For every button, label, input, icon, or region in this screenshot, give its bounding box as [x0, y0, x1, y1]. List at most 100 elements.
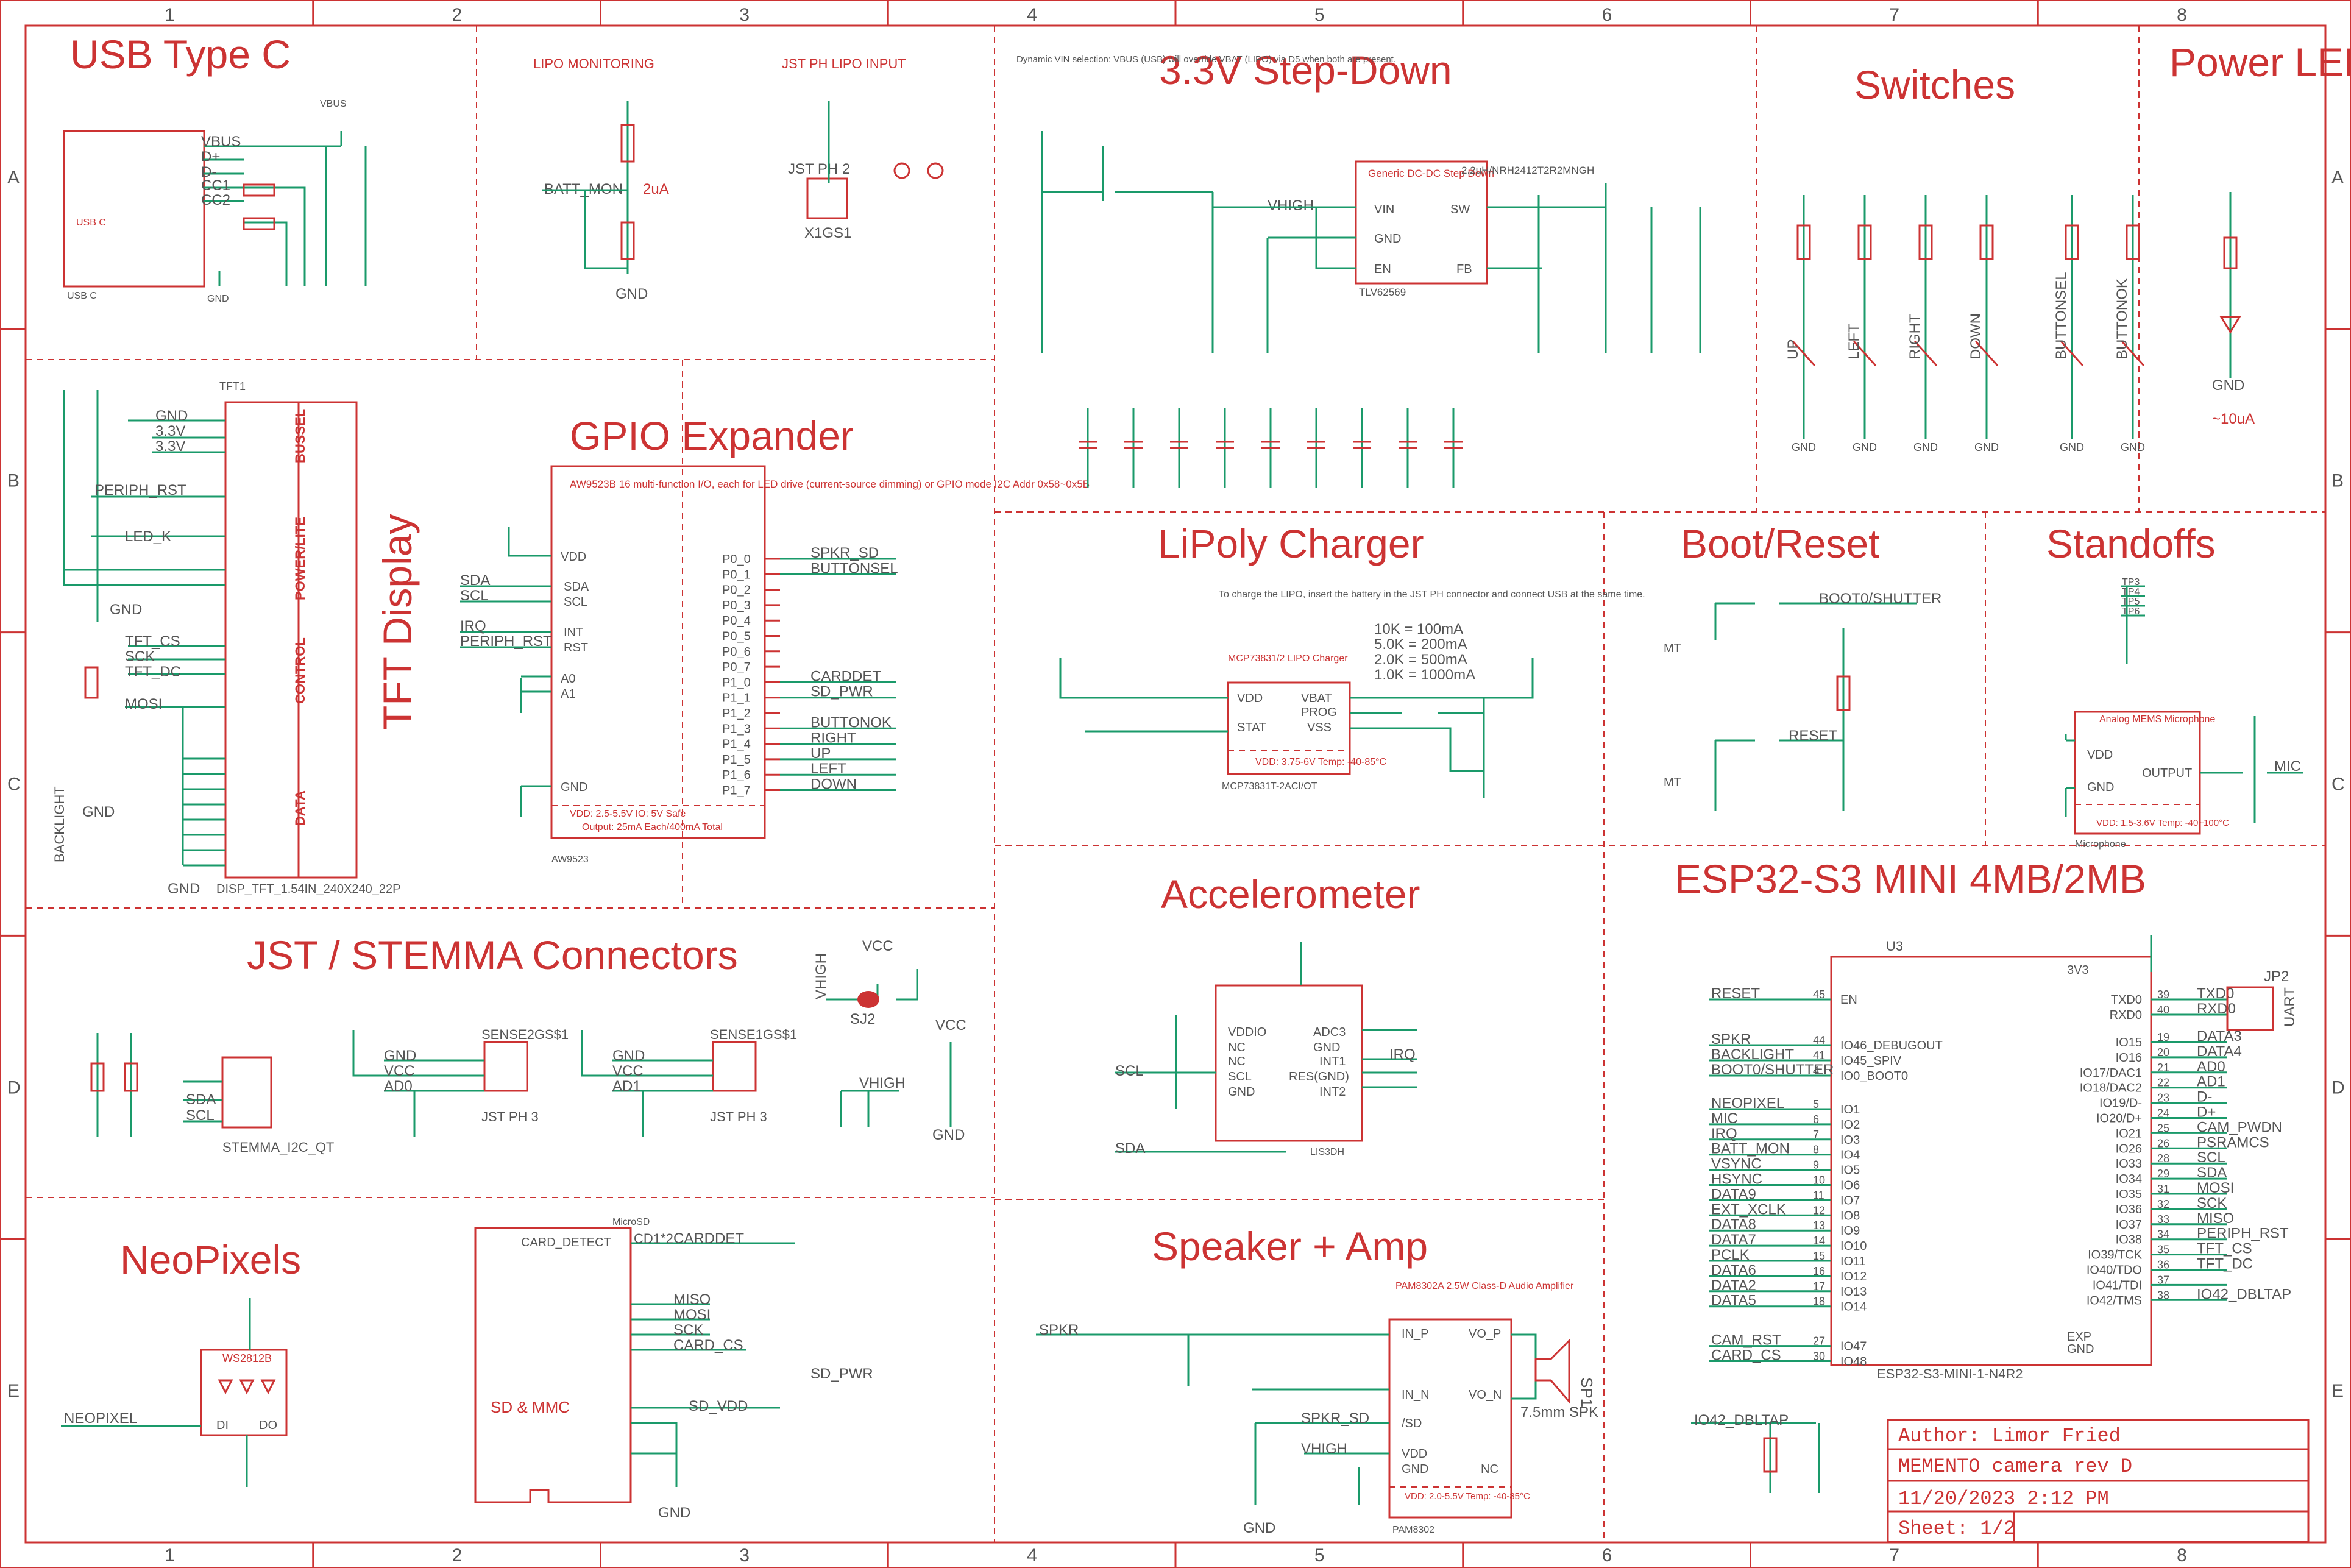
- svg-text:SCL: SCL: [186, 1107, 215, 1124]
- svg-text:POWER/LITE: POWER/LITE: [293, 517, 308, 600]
- esp-right-pin-num: 29: [2157, 1168, 2169, 1180]
- svg-text:VBUS: VBUS: [320, 99, 347, 109]
- gpio-pin-label: P1_3: [722, 722, 751, 736]
- svg-text:MIC: MIC: [2274, 758, 2301, 775]
- accelerometer-ic: LIS3DH VDDIO NC NC SCL GND ADC3 GND INT1…: [1115, 942, 1417, 1157]
- esp-right-pin-name: IO40/TDO: [2087, 1264, 2142, 1277]
- accel-section-title: Accelerometer: [1161, 871, 1420, 917]
- gpio-net-label: BUTTONOK: [810, 714, 892, 731]
- svg-text:DATA: DATA: [293, 790, 308, 826]
- esp-right-pin-num: 37: [2157, 1274, 2169, 1286]
- svg-text:SCL: SCL: [1115, 1063, 1144, 1079]
- frame-col-label-bottom: 4: [1027, 1545, 1037, 1566]
- svg-text:VBUS: VBUS: [201, 133, 241, 150]
- section-dividers: [26, 26, 2325, 1542]
- esp-right-pin-num: 25: [2157, 1122, 2169, 1134]
- esp-left-pin-num: 12: [1813, 1204, 1825, 1216]
- svg-text:IO42_DBLTAP: IO42_DBLTAP: [1694, 1412, 1789, 1428]
- esp-right-pin-name: TXD0: [2111, 993, 2142, 1007]
- esp-right-pin-num: 22: [2157, 1077, 2169, 1089]
- esp-left-pin-name: IO13: [1840, 1285, 1867, 1299]
- speaker-label: 7.5mm SPK: [1520, 1404, 1598, 1421]
- svg-text:GND: GND: [1313, 1041, 1340, 1054]
- standoff-label: TP3: [2122, 577, 2140, 587]
- accel-part: LIS3DH: [1310, 1147, 1344, 1157]
- esp-right-net: TFT_CS: [2197, 1241, 2252, 1257]
- svg-text:PROG: PROG: [1301, 706, 1337, 719]
- backlight-net: BACKLIGHT: [52, 786, 67, 862]
- svg-text:MOSI: MOSI: [125, 696, 162, 712]
- esp-left-pin-num: 27: [1813, 1335, 1825, 1347]
- svg-text:U3: U3: [1886, 938, 1903, 954]
- svg-text:VDDIO: VDDIO: [1228, 1026, 1266, 1039]
- lipo-section-title: LiPoly Charger: [1158, 521, 1424, 566]
- lipo-monitoring: LIPO MONITORING BATT_MON 2uA GND: [533, 56, 669, 302]
- svg-text:CONTROL: CONTROL: [293, 637, 308, 704]
- esp-left-pin-num: 17: [1813, 1280, 1825, 1293]
- esp-right-pin-name: IO21: [2116, 1127, 2142, 1140]
- frame-col-label-top: 4: [1027, 5, 1037, 25]
- frame-row-label-left: A: [7, 168, 20, 188]
- title-sheet: Sheet: 1/2: [1898, 1517, 2015, 1540]
- power-led-section-title: Power LED: [2169, 40, 2351, 85]
- esp-right-net: D-: [2197, 1089, 2212, 1105]
- usb-c-label: USB C: [76, 218, 106, 228]
- gpio-pin-label: P1_1: [722, 692, 751, 705]
- esp-right-pin-num: 38: [2157, 1289, 2169, 1301]
- esp-right-pins: TXD039TXD0RXD040RXD0DATA319IO15DATA420IO…: [2080, 985, 2291, 1307]
- esp-right-pin-name: IO20/D+: [2096, 1112, 2142, 1126]
- vhigh-jumper: SJ2 VCC VHIGH VHIGH VCC GND: [813, 938, 966, 1143]
- svg-text:VHIGH: VHIGH: [859, 1075, 906, 1091]
- vhigh-net: VHIGH: [1268, 197, 1314, 214]
- speaker-section-title: Speaker + Amp: [1152, 1224, 1428, 1269]
- gpio-pin-label: P0_1: [722, 568, 751, 581]
- esp-left-pin-name: IO0_BOOT0: [1840, 1070, 1908, 1083]
- svg-text:VO_P: VO_P: [1469, 1327, 1501, 1341]
- gpio-pin-label: P0_0: [722, 553, 751, 566]
- svg-text:SCK: SCK: [125, 648, 155, 665]
- svg-text:GND: GND: [615, 286, 648, 302]
- svg-text:LED_K: LED_K: [125, 528, 171, 545]
- esp-left-net: NEOPIXEL: [1711, 1095, 1784, 1112]
- switch-net-label: LEFT: [1846, 324, 1862, 360]
- sp1-label: SP1: [1578, 1377, 1596, 1407]
- speaker-amplifier: PAM8302A 2.5W Class-D Audio Amplifier VD…: [1036, 1281, 1598, 1536]
- svg-text:SDA: SDA: [186, 1091, 216, 1108]
- svg-text:IRQ: IRQ: [1389, 1046, 1416, 1063]
- amp-part: PAM8302A 2.5W Class-D Audio Amplifier: [1395, 1281, 1574, 1291]
- esp-left-pin-num: 4: [1813, 1065, 1819, 1077]
- sense2-connector: SENSE2GS$1 JST PH 3 GND VCC AD0: [352, 1027, 569, 1137]
- esp-left-net: DATA2: [1711, 1277, 1756, 1294]
- svg-text:RESET: RESET: [1789, 728, 1837, 744]
- esp-right-pin-name: RXD0: [2110, 1009, 2142, 1022]
- gpio-left-net: SDA: [460, 572, 490, 589]
- svg-text:VCC: VCC: [612, 1063, 644, 1079]
- esp-left-pin-name: IO5: [1840, 1164, 1860, 1177]
- esp-right-pin-num: 39: [2157, 988, 2169, 1001]
- svg-text:BUSSEL: BUSSEL: [293, 409, 308, 463]
- gpio-pin-label: P1_6: [722, 768, 751, 782]
- esp-right-net: RXD0: [2197, 1001, 2236, 1017]
- svg-text:VDD: VDD: [2087, 748, 2113, 762]
- svg-text:STAT: STAT: [1237, 721, 1266, 734]
- svg-text:NEOPIXEL: NEOPIXEL: [64, 1410, 137, 1427]
- gpio-pin-label: P0_7: [722, 661, 751, 674]
- frame-row-label-right: E: [2331, 1381, 2344, 1401]
- frame-row-label-right: C: [2331, 775, 2345, 795]
- jst-ph-lipo-input: JST PH LIPO INPUT JST PH 2 X1GS1: [782, 56, 944, 241]
- svg-text:CD1*2: CD1*2: [634, 1231, 673, 1246]
- svg-text:A1: A1: [561, 687, 575, 701]
- svg-text:EXP: EXP: [2067, 1330, 2091, 1344]
- esp-right-pin-name: IO37: [2116, 1218, 2142, 1232]
- gpio-pin-label: P0_3: [722, 599, 751, 612]
- switches-section-title: Switches: [1854, 62, 2015, 107]
- esp-right-pin-num: 20: [2157, 1046, 2169, 1059]
- tps-title: Generic DC-DC Step Down: [1368, 168, 1494, 179]
- svg-text:GND: GND: [2212, 377, 2244, 394]
- svg-text:3.3V: 3.3V: [155, 423, 185, 439]
- frame-col-label-bottom: 6: [1602, 1545, 1612, 1566]
- svg-text:VDD: VDD: [1237, 692, 1263, 705]
- esp-left-net: CAM_RST: [1711, 1332, 1781, 1349]
- svg-text:INT1: INT1: [1319, 1055, 1346, 1068]
